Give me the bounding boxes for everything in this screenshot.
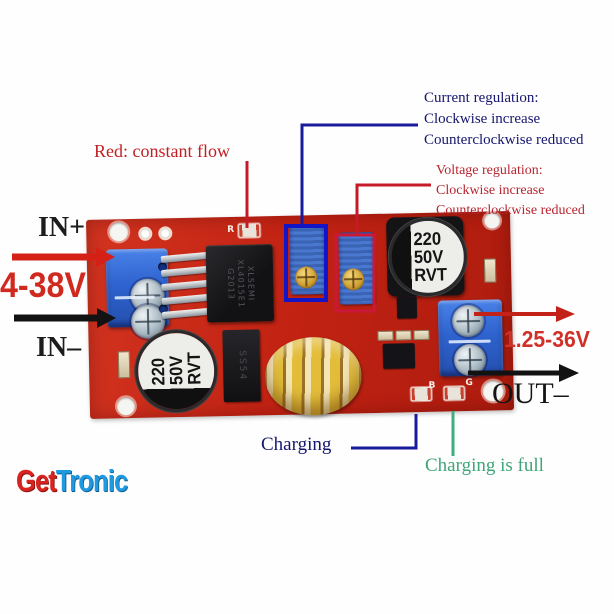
silk-label-g: G — [465, 377, 473, 389]
terminal-divider — [448, 339, 491, 344]
smd-resistor — [413, 329, 430, 341]
mounting-hole-top-left — [109, 222, 129, 242]
gettronic-logo: GetTronic — [16, 463, 128, 499]
in-plus-label: IN+ — [38, 212, 86, 243]
pcb-board: R XLSEMI XL4015E1 G2013 — [86, 211, 515, 419]
regulator-ic-xl4015: XLSEMI XL4015E1 G2013 — [205, 244, 275, 323]
input-voltage-range-label: 4-38V — [0, 266, 86, 305]
capacitor-bottom-marking: 220 50V RVT — [147, 352, 205, 387]
input-terminal-block — [105, 248, 170, 340]
through-hole — [138, 226, 153, 241]
diode-marking: SS54 — [236, 350, 247, 382]
trimpot-current-screw — [295, 266, 318, 289]
ic-pin — [160, 265, 210, 278]
through-hole — [158, 226, 173, 241]
constant-flow-note: Red: constant flow — [94, 141, 230, 161]
current-regulation-pointer-line — [300, 123, 418, 227]
logo-part-get: Get — [16, 463, 57, 498]
trimpot-current — [289, 224, 326, 295]
smd-resistor — [483, 258, 497, 283]
ic-pin — [161, 293, 210, 306]
smd-resistor — [395, 330, 412, 341]
out-plus-arrow-head — [556, 306, 575, 322]
trimpot-voltage-screw — [342, 268, 365, 291]
smd-ic — [382, 343, 416, 369]
inductor-coil — [264, 336, 363, 417]
capacitor-top-marking: 220 50V RVT — [413, 228, 448, 286]
current-regulation-line: Current regulation: — [424, 90, 539, 106]
output-screw-minus — [453, 343, 487, 377]
smd-resistor — [377, 330, 394, 341]
ic-pin — [160, 251, 210, 264]
current-regulation-line: Counterclockwise reduced — [424, 132, 584, 148]
current-regulation-line: Clockwise increase — [424, 111, 541, 127]
out-minus-label: OUT– — [492, 377, 569, 410]
voltage-regulation-line: Counterclockwise reduced — [436, 203, 585, 218]
charging-full-note: Charging is full — [425, 455, 544, 476]
output-screw-plus — [451, 304, 485, 338]
charging-note: Charging — [261, 434, 332, 455]
constant-flow-led — [238, 223, 261, 238]
capacitor-bottom: 220 50V RVT — [134, 329, 219, 413]
voltage-regulation-line: Voltage regulation: — [436, 163, 543, 178]
in-minus-label: IN– — [36, 332, 82, 363]
voltage-regulation-note: Voltage regulation: Clockwise increase C… — [436, 161, 585, 221]
current-regulation-note: Current regulation: Clockwise increase C… — [424, 88, 584, 151]
ic-pin — [161, 307, 211, 320]
silk-label-r: R — [227, 224, 235, 236]
voltage-regulation-line: Clockwise increase — [436, 183, 545, 198]
mounting-hole-bottom-left — [116, 397, 136, 416]
trimpot-voltage — [338, 231, 375, 305]
charging-full-led — [443, 386, 465, 401]
charging-pointer-line — [351, 414, 418, 450]
smd-transistor — [396, 296, 418, 319]
ic-marking: XLSEMI XL4015E1 G2013 — [225, 258, 256, 308]
capacitor-top-face: 220 50V RVT — [391, 220, 465, 294]
schottky-diode: SS54 — [222, 329, 261, 403]
capacitor-top: 220 50V RVT — [388, 217, 468, 297]
output-voltage-range-label: 1.25-36V — [504, 326, 590, 352]
charging-led — [410, 386, 432, 402]
smd-resistor — [117, 351, 131, 379]
output-terminal-block — [437, 299, 504, 377]
ic-pin — [161, 279, 210, 292]
capacitor-bottom-face: 220 50V RVT — [137, 332, 215, 410]
logo-part-tronic: Tronic — [55, 463, 128, 498]
